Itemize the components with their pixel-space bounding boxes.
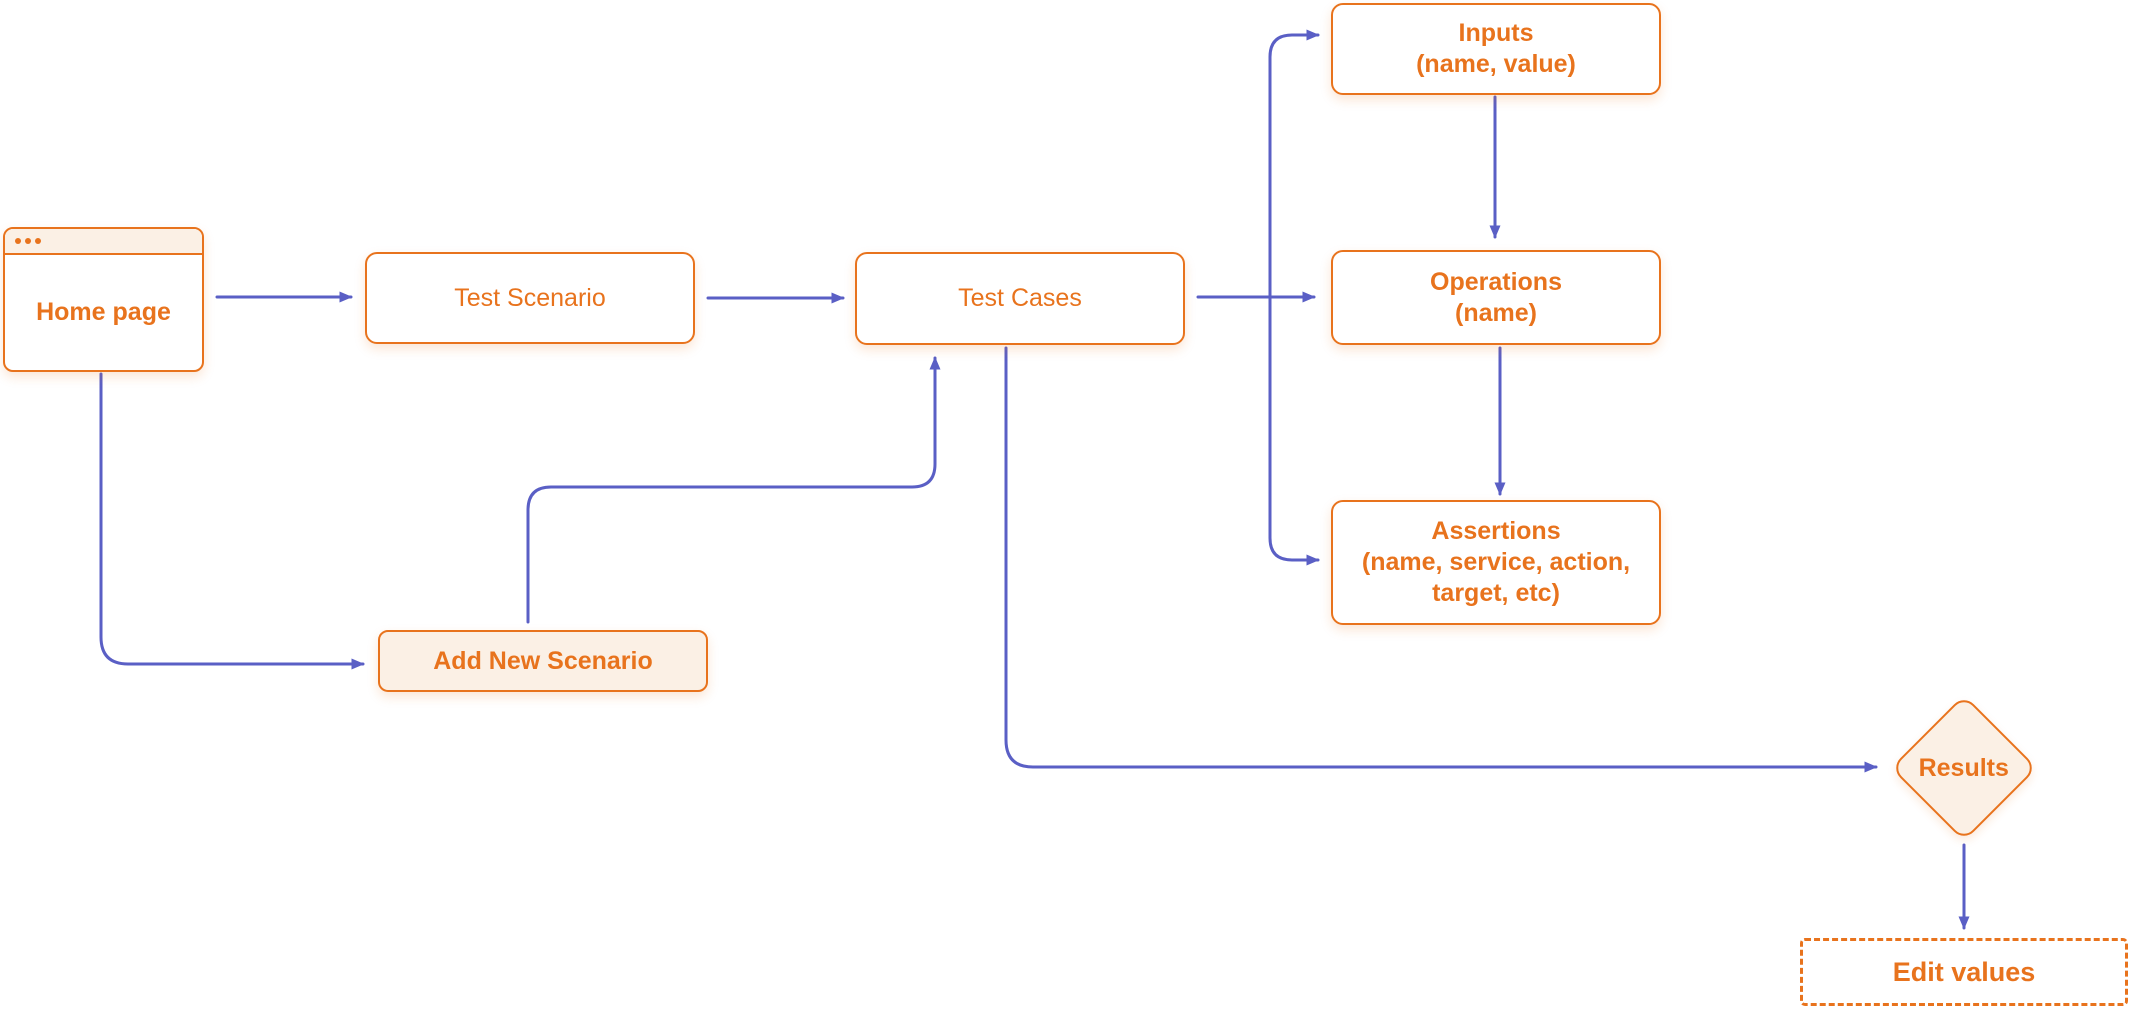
node-label-results: Results [1918, 753, 2010, 782]
window-dot-icon [25, 238, 31, 244]
node-inputs: Inputs (name, value) [1331, 3, 1661, 95]
node-operations: Operations (name) [1331, 250, 1661, 345]
node-label-home-page: Home page [36, 298, 171, 326]
edge-test-cases-to-results [1004, 346, 1878, 773]
browser-titlebar [5, 229, 202, 255]
window-dot-icon [15, 238, 21, 244]
window-dot-icon [35, 238, 41, 244]
node-label-edit-values: Edit values [1892, 956, 2036, 987]
node-assertions: Assertions (name, service, action, targe… [1331, 500, 1661, 625]
node-label-test-scenario: Test Scenario [454, 283, 606, 312]
node-label-assertions: Assertions (name, service, action, targe… [1361, 517, 1631, 607]
edge-add-new-scenario-to-test-cases [526, 356, 941, 624]
node-test-cases: Test Cases [855, 252, 1185, 345]
node-label-inputs: Inputs (name, value) [1416, 19, 1576, 78]
node-test-scenario: Test Scenario [365, 252, 695, 344]
edge-home-page-to-add-new-scenario [99, 372, 365, 670]
node-home-page: Home page [3, 227, 204, 372]
node-add-new-scenario: Add New Scenario [378, 630, 708, 692]
node-label-test-cases: Test Cases [958, 284, 1082, 312]
node-label-add-new-scenario: Add New Scenario [433, 646, 653, 675]
edge-test-cases-to-inputs-and-assertions [1268, 29, 1320, 566]
browser-body: Home page [5, 255, 202, 370]
node-label-operations: Operations (name) [1430, 267, 1562, 327]
node-edit-values: Edit values [1800, 938, 2128, 1006]
